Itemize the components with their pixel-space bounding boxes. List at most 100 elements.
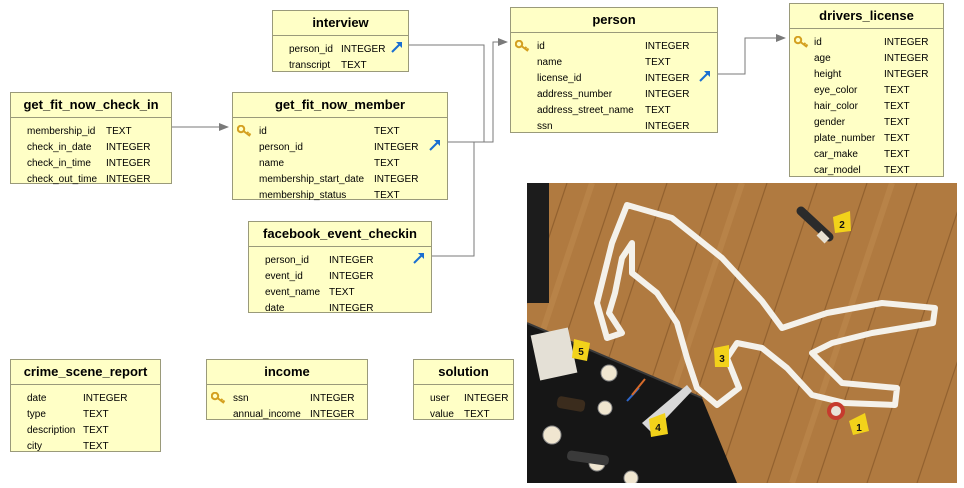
field-name: name bbox=[259, 157, 285, 169]
field-type: TEXT bbox=[884, 116, 910, 128]
svg-text:2: 2 bbox=[839, 220, 845, 231]
field-name: membership_id bbox=[27, 125, 96, 137]
table-get-fit-now-member[interactable]: get_fit_now_member id TEXT person_id INT… bbox=[232, 92, 448, 201]
field-name: id bbox=[814, 36, 822, 48]
field-name: type bbox=[27, 408, 46, 420]
table-facebook-event-checkin[interactable]: facebook_event_checkin person_id INTEGER… bbox=[248, 221, 432, 316]
field-row: id INTEGER bbox=[511, 38, 717, 54]
field-name: ssn bbox=[537, 120, 553, 132]
table-interview[interactable]: interview person_id INTEGER transcript T… bbox=[272, 10, 409, 72]
crime-scene-illustration: 1 2 3 4 5 bbox=[527, 183, 957, 483]
field-name: event_id bbox=[265, 270, 303, 282]
field-name: id bbox=[259, 125, 267, 137]
field-name: hair_color bbox=[814, 100, 858, 112]
field-row: age INTEGER bbox=[790, 50, 943, 66]
field-row: car_model TEXT bbox=[790, 162, 943, 178]
field-row: license_id INTEGER bbox=[511, 70, 717, 86]
field-name: value bbox=[430, 408, 454, 420]
primary-key-icon bbox=[515, 40, 530, 52]
table-title: solution bbox=[414, 360, 513, 385]
table-title: get_fit_now_member bbox=[233, 93, 447, 118]
field-row: event_name TEXT bbox=[249, 284, 431, 300]
field-type: TEXT bbox=[83, 440, 109, 452]
field-name: event_name bbox=[265, 286, 321, 298]
relation-arrow-icon bbox=[429, 140, 440, 151]
field-type: INTEGER bbox=[884, 36, 929, 48]
field-row: ssn INTEGER bbox=[511, 118, 717, 134]
relation-arrow-icon bbox=[699, 71, 710, 82]
table-solution[interactable]: solution user INTEGER value TEXT bbox=[413, 359, 514, 420]
field-row: name TEXT bbox=[233, 155, 447, 171]
table-title: income bbox=[207, 360, 367, 385]
field-type: INTEGER bbox=[374, 173, 419, 185]
field-type: INTEGER bbox=[329, 302, 374, 314]
field-row: check_out_time INTEGER bbox=[11, 171, 171, 187]
evidence-marker-3: 3 bbox=[714, 345, 729, 367]
field-type: TEXT bbox=[106, 125, 132, 137]
crime-scene-photo: 1 2 3 4 5 bbox=[527, 183, 957, 483]
evidence-marker-1: 1 bbox=[849, 413, 869, 435]
field-name: membership_status bbox=[259, 189, 347, 201]
field-row: city TEXT bbox=[11, 438, 160, 454]
field-row: hair_color TEXT bbox=[790, 98, 943, 114]
field-row: name TEXT bbox=[511, 54, 717, 70]
field-type: INTEGER bbox=[884, 52, 929, 64]
field-type: INTEGER bbox=[464, 392, 509, 404]
field-row: date INTEGER bbox=[249, 300, 431, 316]
field-row: person_id INTEGER bbox=[273, 41, 408, 57]
field-type: INTEGER bbox=[106, 173, 151, 185]
field-row: transcript TEXT bbox=[273, 57, 408, 73]
primary-key-icon bbox=[794, 36, 809, 48]
table-title: facebook_event_checkin bbox=[249, 222, 431, 247]
field-row: date INTEGER bbox=[11, 390, 160, 406]
field-name: person_id bbox=[289, 43, 333, 55]
field-type: TEXT bbox=[884, 84, 910, 96]
field-row: annual_income INTEGER bbox=[207, 406, 367, 422]
field-type: INTEGER bbox=[83, 392, 128, 404]
field-name: date bbox=[265, 302, 285, 314]
field-type: TEXT bbox=[645, 104, 671, 116]
field-name: city bbox=[27, 440, 42, 452]
field-type: INTEGER bbox=[106, 157, 151, 169]
table-person[interactable]: person id INTEGER name TEXT license_ bbox=[510, 7, 718, 133]
field-type: TEXT bbox=[83, 424, 109, 436]
field-name: description bbox=[27, 424, 76, 436]
field-type: TEXT bbox=[329, 286, 355, 298]
field-row: description TEXT bbox=[11, 422, 160, 438]
primary-key-icon bbox=[211, 392, 226, 404]
evidence-marker-5: 5 bbox=[572, 339, 590, 361]
field-row: check_in_date INTEGER bbox=[11, 139, 171, 155]
field-name: gender bbox=[814, 116, 846, 128]
table-title: get_fit_now_check_in bbox=[11, 93, 171, 118]
table-income[interactable]: income ssn INTEGER annual_income INTEGER bbox=[206, 359, 368, 420]
field-type: TEXT bbox=[83, 408, 109, 420]
field-name: person_id bbox=[259, 141, 303, 153]
field-name: user bbox=[430, 392, 450, 404]
field-row: plate_number TEXT bbox=[790, 130, 943, 146]
field-row: car_make TEXT bbox=[790, 146, 943, 162]
table-title: interview bbox=[273, 11, 408, 36]
field-row: user INTEGER bbox=[414, 390, 513, 406]
field-type: INTEGER bbox=[645, 120, 690, 132]
field-row: id INTEGER bbox=[790, 34, 943, 50]
field-name: check_in_date bbox=[27, 141, 92, 153]
table-get-fit-now-check-in[interactable]: get_fit_now_check_in membership_id TEXT … bbox=[10, 92, 172, 187]
svg-text:1: 1 bbox=[856, 423, 862, 434]
field-name: person_id bbox=[265, 254, 309, 266]
field-type: TEXT bbox=[884, 132, 910, 144]
svg-text:4: 4 bbox=[655, 423, 661, 434]
field-type: TEXT bbox=[374, 157, 400, 169]
field-row: value TEXT bbox=[414, 406, 513, 422]
field-type: INTEGER bbox=[645, 72, 690, 84]
field-row: person_id INTEGER bbox=[233, 139, 447, 155]
table-drivers-license[interactable]: drivers_license id INTEGER age INTEGER bbox=[789, 3, 944, 177]
field-name: height bbox=[814, 68, 842, 80]
field-name: car_make bbox=[814, 148, 858, 160]
relation-arrow-icon bbox=[413, 253, 424, 264]
evidence-marker-2: 2 bbox=[833, 211, 851, 233]
field-name: eye_color bbox=[814, 84, 858, 96]
field-name: date bbox=[27, 392, 47, 404]
table-crime-scene-report[interactable]: crime_scene_report date INTEGER type TEX… bbox=[10, 359, 161, 452]
field-type: INTEGER bbox=[645, 40, 690, 52]
